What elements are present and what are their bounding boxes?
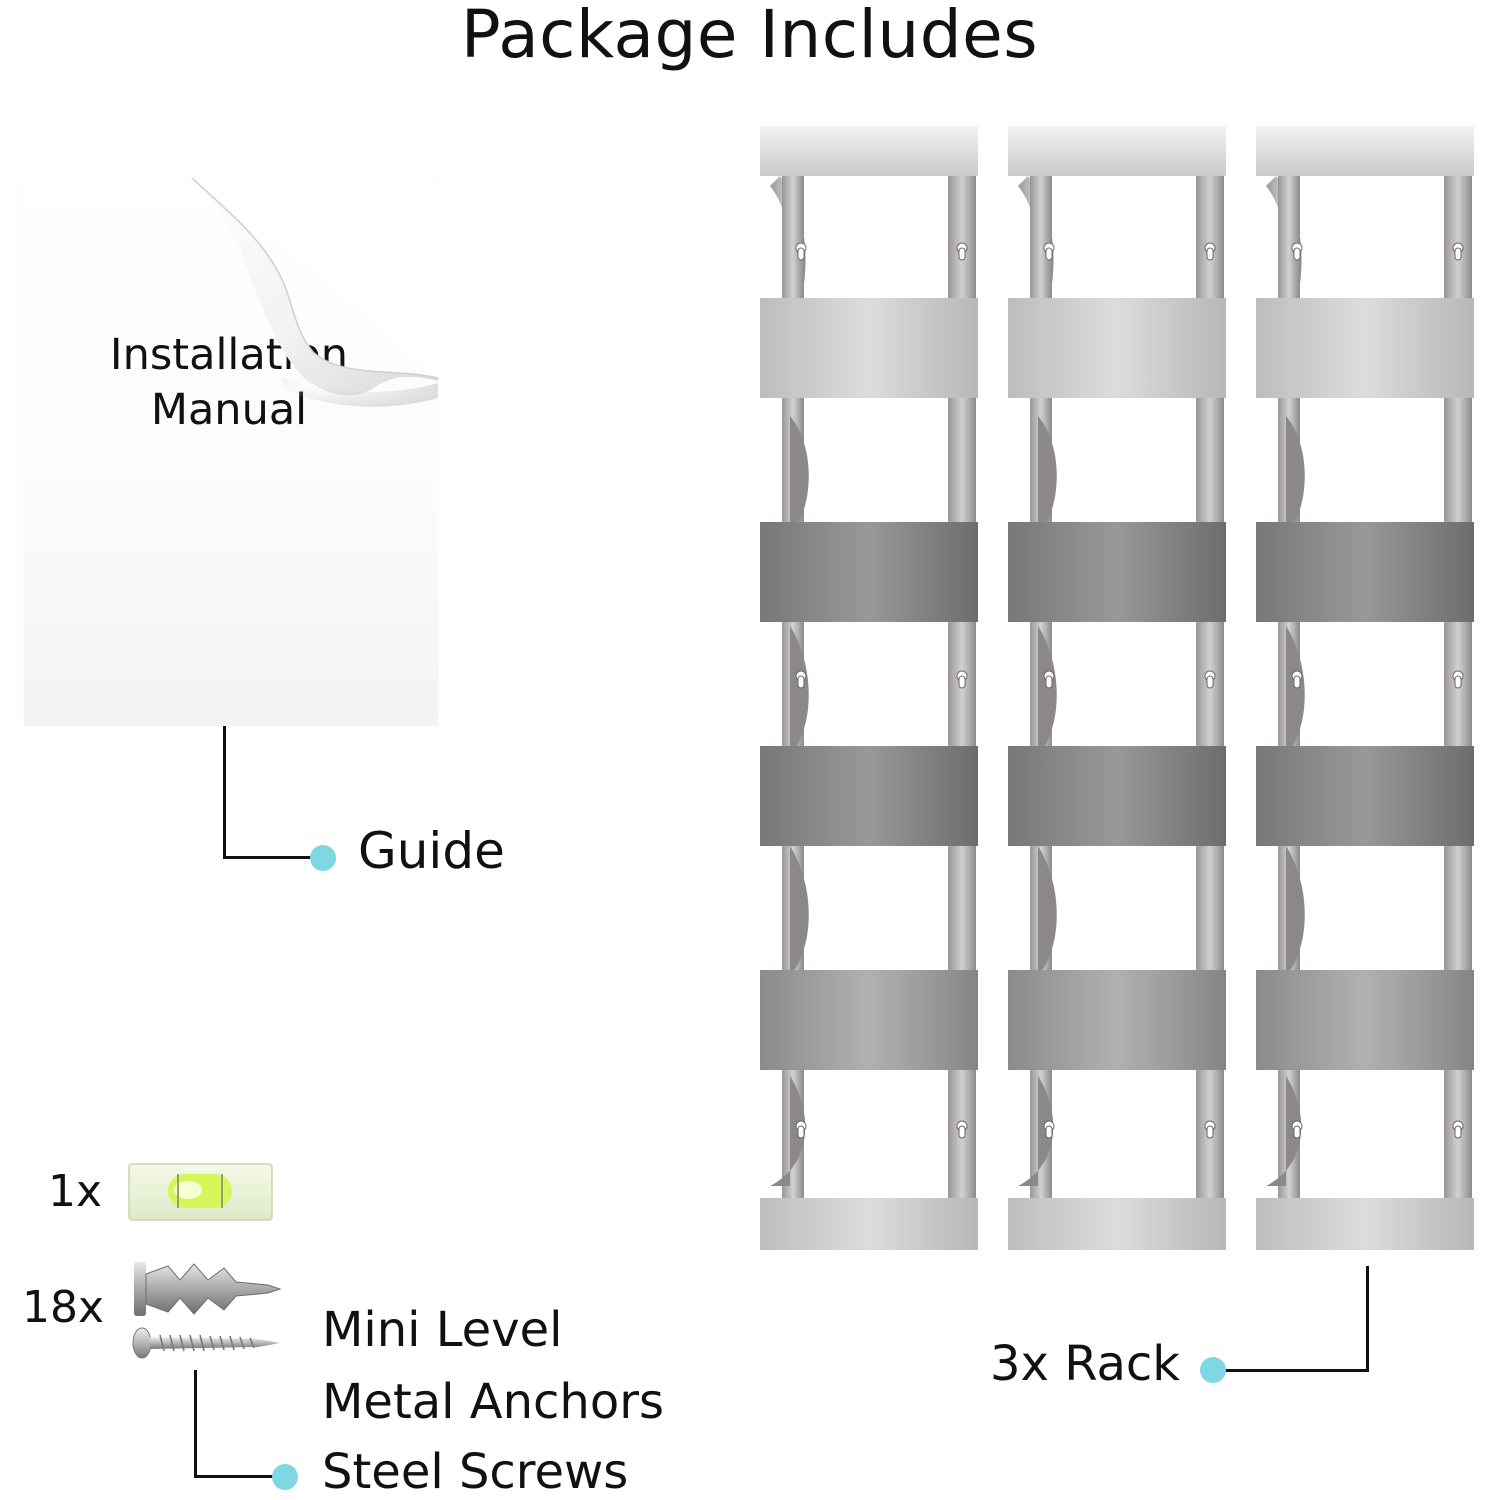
- steel-screws-label: Steel Screws: [322, 1444, 629, 1500]
- hardware-connector-horizontal: [194, 1475, 284, 1478]
- wine-rack-image: [1256, 126, 1476, 1254]
- screw-icon: [132, 1327, 280, 1359]
- wine-rack-image: [760, 126, 980, 1254]
- hardware-dot: [272, 1464, 298, 1490]
- guide-connector-vertical: [223, 726, 226, 859]
- rack-connector-horizontal: [1218, 1369, 1369, 1372]
- mini-level-label: Mini Level: [322, 1302, 563, 1358]
- qty-level-label: 1x: [48, 1166, 103, 1217]
- guide-dot: [310, 845, 336, 871]
- qty-hardware-label: 18x: [22, 1282, 105, 1333]
- rack-connector-vertical: [1366, 1266, 1369, 1372]
- manual-title-line2: Manual: [150, 385, 308, 435]
- page-title: Package Includes: [460, 0, 1039, 73]
- rack-label: 3x Rack: [990, 1336, 1181, 1392]
- hardware-connector-vertical: [194, 1370, 197, 1478]
- guide-connector-horizontal: [223, 856, 321, 859]
- rack-dot: [1200, 1357, 1226, 1383]
- wall-anchor-icon: [134, 1262, 282, 1316]
- metal-anchors-label: Metal Anchors: [322, 1374, 664, 1430]
- manual-document-icon: Installation Manual: [24, 178, 438, 726]
- bubble-level-icon: [128, 1163, 273, 1221]
- wine-rack-image: [1008, 126, 1228, 1254]
- page-curl-icon: [191, 178, 438, 407]
- guide-label: Guide: [358, 822, 505, 880]
